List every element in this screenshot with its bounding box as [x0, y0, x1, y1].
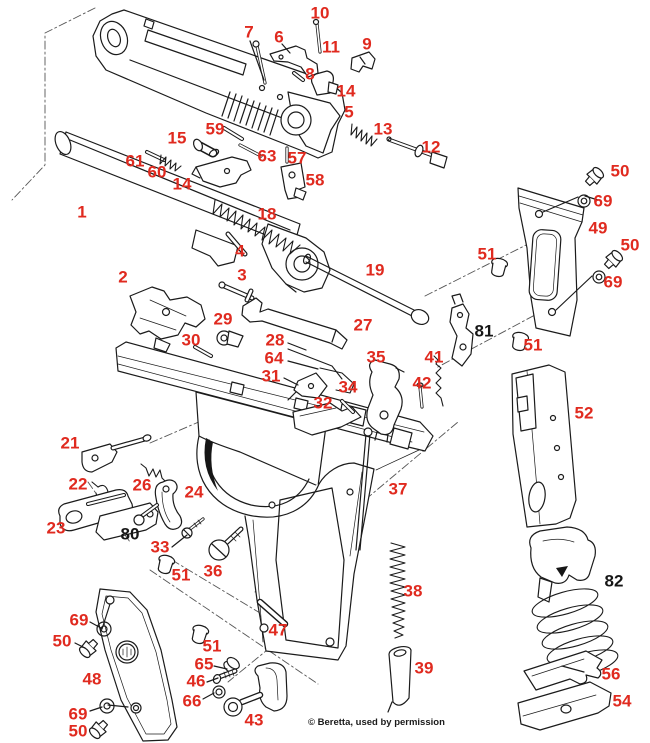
- part-callout-4: 4: [235, 241, 245, 261]
- part-callout-47: 47: [268, 620, 288, 640]
- part-callout-51: 51: [171, 565, 191, 585]
- part-callout-46: 46: [186, 671, 206, 691]
- barrel-part: [54, 130, 331, 293]
- part-callout-32: 32: [313, 393, 333, 413]
- part-callout-21: 21: [60, 433, 80, 453]
- part-callout-50: 50: [52, 631, 72, 651]
- copyright-note: © Beretta, used by permission: [308, 717, 445, 728]
- part-callout-9: 9: [362, 34, 372, 54]
- part-callout-48: 48: [82, 669, 102, 689]
- part-callout-59: 59: [205, 119, 225, 139]
- part-callout-22: 22: [68, 474, 88, 494]
- part-callout-65: 65: [194, 654, 214, 674]
- slide-part: [92, 9, 346, 159]
- extractor-parts: [145, 126, 307, 201]
- part-callout-57: 57: [287, 148, 307, 168]
- part-callout-52: 52: [574, 403, 594, 423]
- part-callout-51: 51: [477, 244, 497, 264]
- part-callout-12: 12: [421, 137, 441, 157]
- part-callout-14: 14: [336, 81, 356, 101]
- part-callout-26: 26: [132, 475, 152, 495]
- part-callout-41: 41: [424, 347, 444, 367]
- controls-parts: [58, 434, 289, 628]
- part-callout-51: 51: [202, 636, 222, 656]
- part-callout-23: 23: [46, 518, 66, 538]
- part-callout-82: 82: [604, 571, 624, 591]
- trigger-bar-parts: [193, 288, 362, 436]
- part-callout-18: 18: [257, 204, 277, 224]
- part-callout-80: 80: [120, 524, 140, 544]
- slide-small-parts: [252, 18, 376, 96]
- part-callout-29: 29: [213, 309, 233, 329]
- part-callout-66: 66: [182, 691, 202, 711]
- part-callout-69: 69: [69, 610, 89, 630]
- part-callout-5: 5: [344, 102, 354, 122]
- part-callout-35: 35: [366, 347, 386, 367]
- part-callout-38: 38: [403, 581, 423, 601]
- part-callout-63: 63: [257, 146, 277, 166]
- latch-parts: [212, 656, 288, 717]
- hammer-parts: [355, 355, 444, 713]
- part-callout-3: 3: [237, 265, 247, 285]
- part-callout-61: 61: [125, 151, 145, 171]
- part-callout-2: 2: [118, 267, 128, 287]
- part-callout-37: 37: [388, 479, 408, 499]
- part-callout-28: 28: [265, 330, 285, 350]
- part-callout-60: 60: [147, 162, 167, 182]
- part-callout-50: 50: [610, 161, 630, 181]
- part-callout-50: 50: [620, 235, 640, 255]
- frame-part: [115, 341, 434, 661]
- part-callout-27: 27: [353, 315, 373, 335]
- leader-lines: [74, 40, 599, 712]
- part-callout-14: 14: [172, 174, 192, 194]
- locking-block-part: [129, 286, 206, 353]
- part-callout-24: 24: [184, 482, 204, 502]
- part-callout-56: 56: [601, 664, 621, 684]
- part-callout-81: 81: [474, 321, 494, 341]
- part-callout-15: 15: [167, 128, 187, 148]
- magazine-assembly: [511, 364, 619, 731]
- part-callout-30: 30: [181, 330, 201, 350]
- part-callout-33: 33: [150, 537, 170, 557]
- part-callout-69: 69: [68, 704, 88, 724]
- part-callout-54: 54: [612, 691, 632, 711]
- part-callout-50: 50: [68, 721, 88, 741]
- part-callout-19: 19: [365, 260, 385, 280]
- part-callout-36: 36: [203, 561, 223, 581]
- lever-81-part: [449, 293, 474, 367]
- part-callout-49: 49: [588, 218, 608, 238]
- part-callout-13: 13: [373, 119, 393, 139]
- part-callout-64: 64: [264, 348, 284, 368]
- part-callout-6: 6: [274, 27, 284, 47]
- part-callout-34: 34: [338, 377, 358, 397]
- part-callout-51: 51: [523, 335, 543, 355]
- bushings-washers-screws: [78, 166, 624, 740]
- part-callout-1: 1: [77, 202, 87, 222]
- firing-pin-parts: [350, 123, 448, 169]
- left-grip-panel: [95, 588, 178, 742]
- part-callout-42: 42: [412, 373, 432, 393]
- part-callout-11: 11: [322, 37, 340, 57]
- part-callout-69: 69: [603, 272, 623, 292]
- part-callout-10: 10: [310, 3, 330, 23]
- part-callout-39: 39: [414, 658, 434, 678]
- part-callout-69: 69: [593, 191, 613, 211]
- part-callout-7: 7: [244, 22, 254, 42]
- part-callout-58: 58: [305, 170, 325, 190]
- part-callout-31: 31: [261, 366, 281, 386]
- part-callout-8: 8: [305, 64, 315, 84]
- part-callout-43: 43: [244, 710, 264, 730]
